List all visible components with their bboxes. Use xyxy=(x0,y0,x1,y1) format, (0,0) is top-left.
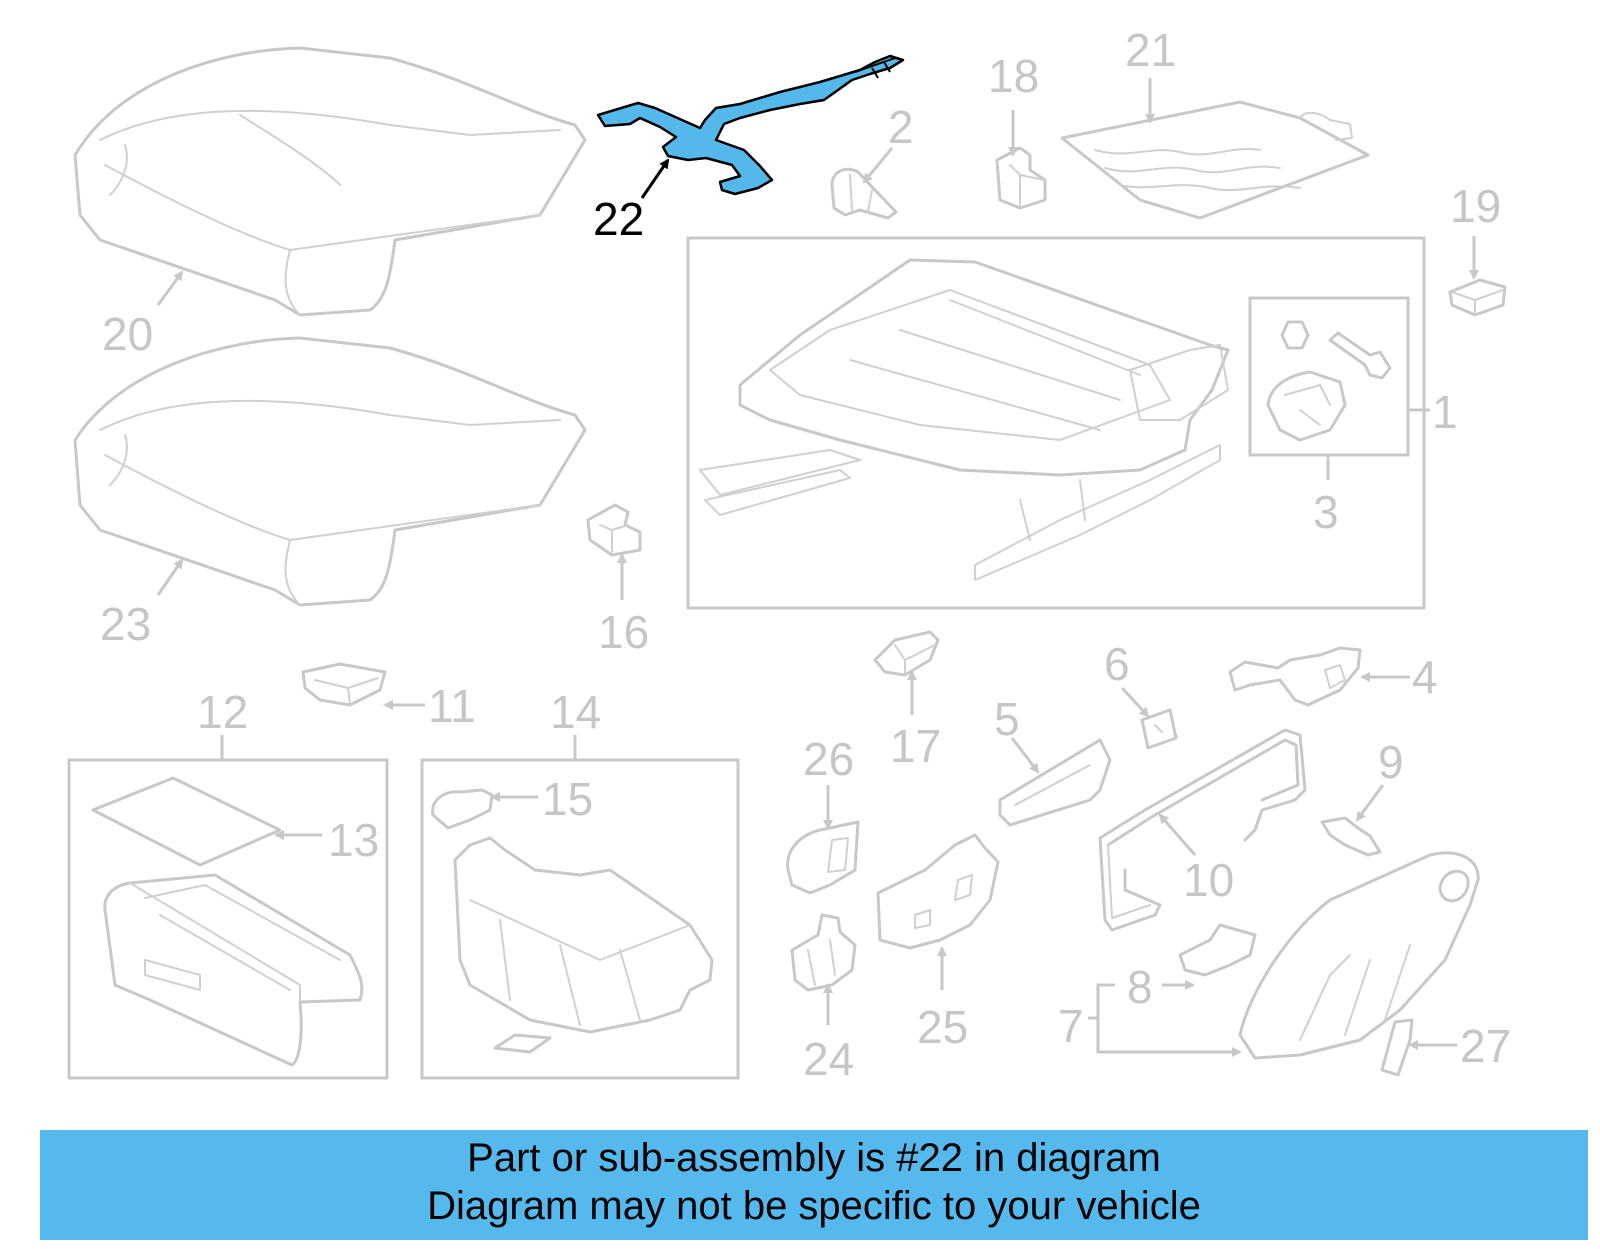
part-24-motor[interactable] xyxy=(790,913,857,992)
label-16[interactable]: 16 xyxy=(598,606,649,658)
part-19-clip[interactable] xyxy=(1448,278,1507,317)
part-18-clip[interactable] xyxy=(995,146,1047,210)
part-6-clip[interactable] xyxy=(1140,708,1178,750)
part-1-assembly-box xyxy=(686,236,1426,610)
label-19[interactable]: 19 xyxy=(1450,180,1501,232)
label-7[interactable]: 7 xyxy=(1058,1000,1084,1052)
part-27-cover[interactable] xyxy=(1380,1018,1414,1077)
part-14-lumbar-unit[interactable] xyxy=(453,836,714,1054)
label-9[interactable]: 9 xyxy=(1378,736,1404,788)
banner-line-2: Diagram may not be specific to your vehi… xyxy=(427,1184,1201,1228)
label-24[interactable]: 24 xyxy=(803,1033,854,1085)
label-12[interactable]: 12 xyxy=(197,686,248,738)
part-12-assembly-box xyxy=(67,758,389,1080)
part-15-knob[interactable] xyxy=(431,788,494,830)
label-27[interactable]: 27 xyxy=(1460,1020,1511,1072)
label-8[interactable]: 8 xyxy=(1127,961,1153,1013)
label-4[interactable]: 4 xyxy=(1412,651,1438,703)
part-2-clip[interactable] xyxy=(830,167,898,220)
part-16-bracket[interactable] xyxy=(586,503,642,557)
part-22-wire-harness[interactable] xyxy=(596,54,905,196)
label-25[interactable]: 25 xyxy=(917,1001,968,1053)
label-14[interactable]: 14 xyxy=(550,686,601,738)
part-1-seat-frame[interactable] xyxy=(699,258,1230,581)
label-10[interactable]: 10 xyxy=(1183,854,1234,906)
label-23[interactable]: 23 xyxy=(100,598,151,650)
label-3[interactable]: 3 xyxy=(1313,486,1339,538)
part-8-trim[interactable] xyxy=(1178,923,1257,977)
label-1[interactable]: 1 xyxy=(1432,386,1458,438)
label-18[interactable]: 18 xyxy=(988,50,1039,102)
label-21[interactable]: 21 xyxy=(1125,24,1176,76)
label-13[interactable]: 13 xyxy=(328,814,379,866)
label-22[interactable]: 22 xyxy=(593,193,644,245)
part-21-seat-heater[interactable] xyxy=(1060,100,1370,220)
label-11[interactable]: 11 xyxy=(428,680,476,732)
part-4-bracket[interactable] xyxy=(1228,646,1362,707)
part-9-clip[interactable] xyxy=(1320,816,1382,857)
label-26[interactable]: 26 xyxy=(803,733,854,785)
part-5-trim[interactable] xyxy=(998,738,1112,827)
part-23-seat-pad[interactable] xyxy=(73,336,587,607)
part-3-fasteners[interactable] xyxy=(1266,320,1392,442)
leader-arrows xyxy=(156,78,1479,1057)
label-15[interactable]: 15 xyxy=(542,773,593,825)
label-6[interactable]: 6 xyxy=(1104,638,1130,690)
label-17[interactable]: 17 xyxy=(890,720,941,772)
part-25-switch-bracket[interactable] xyxy=(876,833,1000,950)
part-26-motor[interactable] xyxy=(786,820,860,895)
part-labels: 1 2 3 4 5 6 7 8 9 10 11 12 13 14 15 16 1… xyxy=(100,24,1511,1085)
part-10-wire-frame[interactable] xyxy=(1098,728,1307,932)
part-7-side-shield[interactable] xyxy=(1238,851,1480,1060)
label-20[interactable]: 20 xyxy=(102,308,153,360)
part-13-liner[interactable] xyxy=(91,776,282,867)
label-5[interactable]: 5 xyxy=(994,693,1020,745)
label-2[interactable]: 2 xyxy=(888,101,914,153)
part-17-clip[interactable] xyxy=(873,630,940,677)
part-14-assembly-box xyxy=(420,758,740,1080)
part-20-seat-cushion[interactable] xyxy=(73,46,587,317)
part-11-cover[interactable] xyxy=(301,662,387,707)
info-banner: Part or sub-assembly is #22 in diagram D… xyxy=(40,1130,1588,1240)
banner-line-1: Part or sub-assembly is #22 in diagram xyxy=(467,1136,1161,1180)
part-12-storage-tray[interactable] xyxy=(103,873,364,1067)
